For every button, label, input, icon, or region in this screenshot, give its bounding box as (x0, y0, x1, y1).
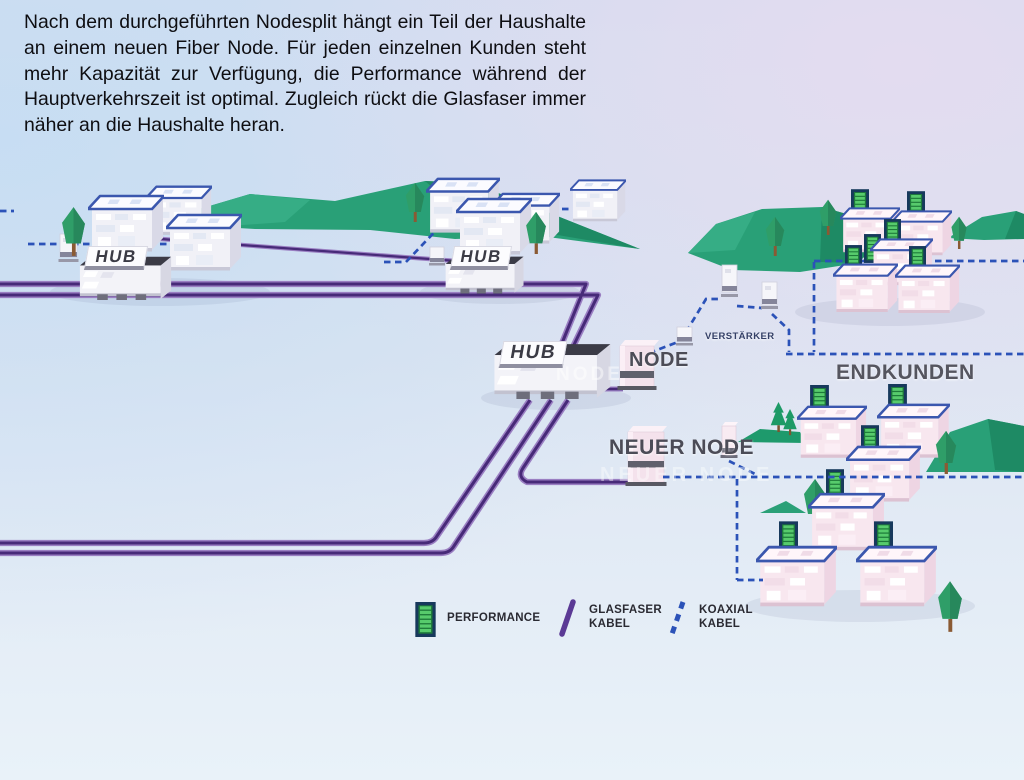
neuer-node-ghost-label: NEUER NODE (600, 464, 774, 486)
intro-paragraph: Nach dem durchgeführten Nodesplit hängt … (24, 11, 586, 137)
coax-cable-icon (669, 601, 686, 635)
fiber-node-box (617, 340, 659, 390)
verstaerker-label: VERSTÄRKER (705, 331, 775, 342)
amplifier-cabinet (761, 281, 778, 309)
node-ghost-label: NODE (556, 364, 623, 385)
mini-node-box (720, 422, 738, 458)
node-label: NODE (629, 349, 689, 371)
legend-item-koaxial: KOAXIAL KABEL (666, 598, 753, 638)
amplifier-cabinet (676, 326, 693, 346)
legend-koaxial-label: KOAXIAL KABEL (699, 604, 753, 630)
neuer-node-box (625, 426, 667, 486)
endkunden-label: ENDKUNDEN (836, 361, 975, 384)
legend-glasfaser-label: GLASFASER KABEL (589, 604, 662, 630)
coax-cables-front (663, 459, 1024, 582)
legend-item-performance: PERFORMANCE (415, 599, 540, 639)
legend-item-glasfaser: GLASFASER KABEL (556, 598, 662, 638)
amplifier-cabinet (721, 264, 738, 297)
node-equipment (617, 264, 797, 486)
hub1-sign: HUB (83, 246, 149, 270)
left-hub-cluster (58, 185, 242, 300)
tree-icon (938, 581, 962, 632)
hub3-sign: HUB (498, 341, 568, 368)
amplifier-cabinet (429, 246, 445, 266)
fiber-cable-icon (559, 599, 576, 637)
hub2-sign: HUB (449, 246, 513, 270)
legend-performance-label: PERFORMANCE (447, 612, 541, 625)
tree-icon (951, 216, 967, 249)
performance-bar-icon (415, 602, 436, 637)
middle-hub-cluster (405, 177, 626, 294)
neuer-node-label: NEUER NODE (609, 436, 755, 459)
